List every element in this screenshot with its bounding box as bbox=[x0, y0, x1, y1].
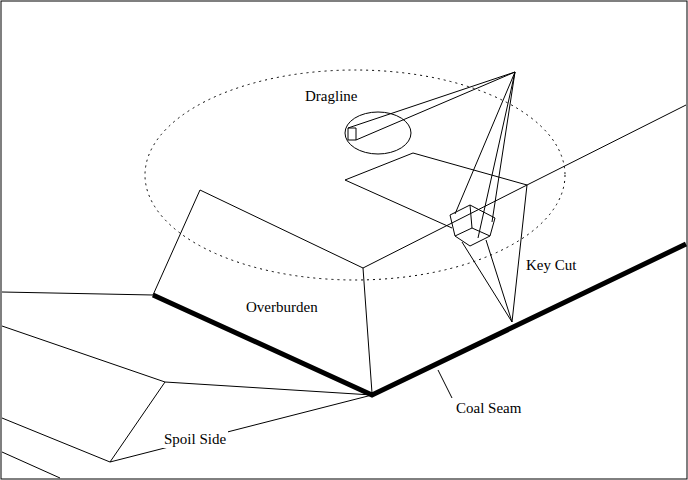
boom bbox=[348, 72, 515, 140]
boom-base bbox=[348, 128, 356, 140]
leader-line bbox=[438, 370, 452, 398]
node-label: Dragline bbox=[300, 88, 418, 105]
swing-radius bbox=[145, 70, 565, 280]
dragline-ellipse bbox=[345, 112, 411, 154]
overburden-block bbox=[153, 190, 372, 393]
region-label: Key Cut bbox=[524, 257, 578, 274]
bucket bbox=[450, 205, 495, 246]
region-label: Overburden bbox=[244, 299, 320, 316]
callout-label: Coal Seam bbox=[454, 400, 523, 417]
spoil-crest bbox=[2, 292, 153, 295]
highwall-crest bbox=[363, 105, 686, 268]
key-cut-rim bbox=[345, 153, 527, 185]
region-label: Spoil Side bbox=[162, 431, 228, 448]
coal-seam bbox=[153, 244, 686, 395]
key-cut-wall bbox=[512, 185, 527, 322]
spoil-slopes bbox=[2, 382, 372, 462]
machine-ellipse: Dragline bbox=[300, 88, 418, 156]
spoil-ridge bbox=[2, 326, 372, 395]
spoil-ridge-far bbox=[2, 452, 60, 478]
bucket-detail bbox=[455, 205, 490, 236]
key-cut-slope bbox=[462, 240, 512, 322]
key-cut-edge bbox=[345, 180, 452, 228]
